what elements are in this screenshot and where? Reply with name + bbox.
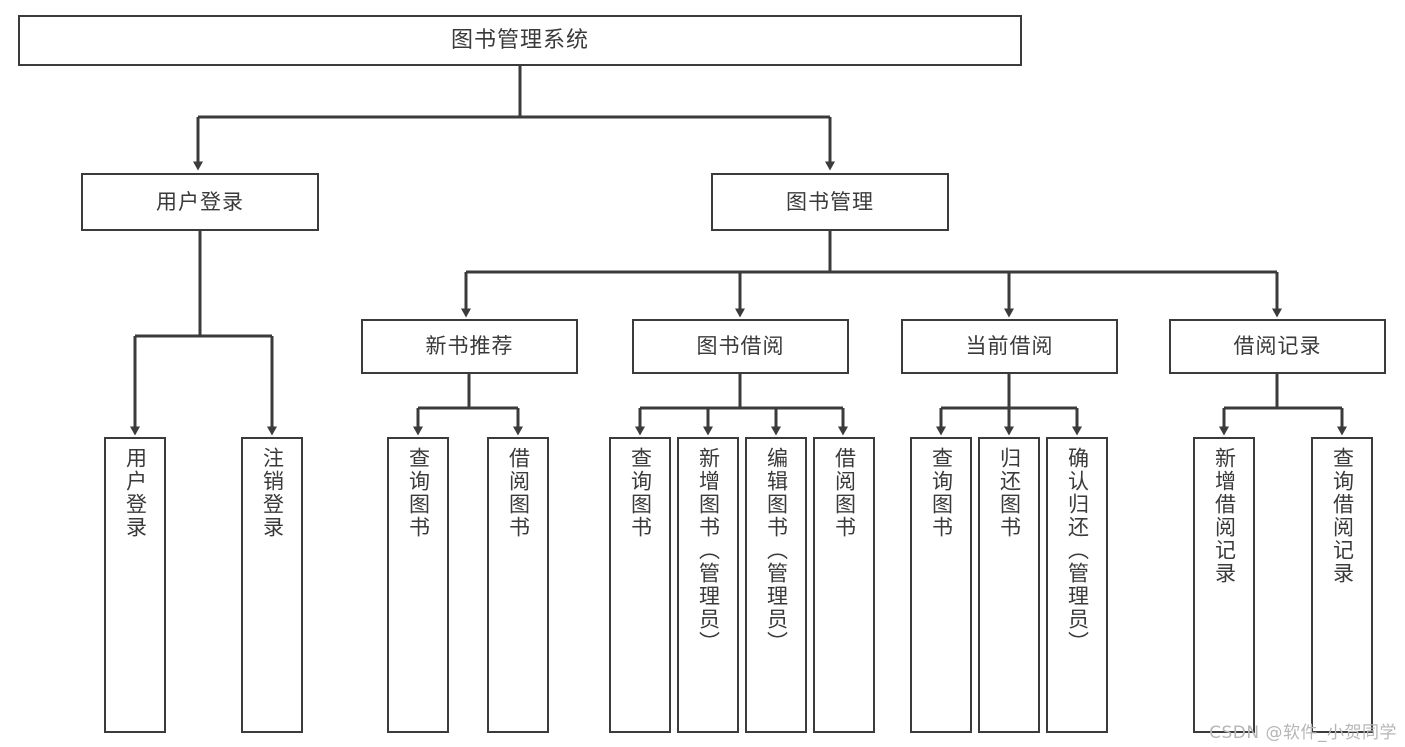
node-label: 当前借阅 — [965, 334, 1054, 358]
node-label: 查询借阅记录 — [1330, 447, 1355, 585]
node-label: 借阅图书 — [506, 447, 531, 539]
node-label: 用户登录 — [123, 447, 148, 539]
leaf-current-borrow-return[interactable]: 归还图书 — [978, 437, 1040, 733]
node-label: 新增借阅记录 — [1212, 447, 1237, 585]
leaf-current-borrow-query[interactable]: 查询图书 — [910, 437, 972, 733]
node-label: 查询图书 — [929, 447, 954, 539]
leaf-new-book-query[interactable]: 查询图书 — [387, 437, 449, 733]
node-label: 查询图书 — [628, 447, 653, 539]
node-label: 借阅图书 — [832, 447, 857, 539]
node-book-borrow[interactable]: 图书借阅 — [632, 319, 849, 374]
leaf-user-login-logout[interactable]: 注销登录 — [241, 437, 303, 733]
node-label: 新增图书（管理员） — [696, 447, 721, 654]
node-label: 注销登录 — [260, 447, 285, 539]
node-label: 图书管理系统 — [450, 27, 589, 53]
node-label: 查询图书 — [406, 447, 431, 539]
node-label: 图书管理 — [786, 189, 874, 214]
leaf-borrow-record-add[interactable]: 新增借阅记录 — [1193, 437, 1255, 733]
node-book-management[interactable]: 图书管理 — [711, 173, 949, 231]
leaf-new-book-borrow[interactable]: 借阅图书 — [487, 437, 549, 733]
leaf-current-borrow-confirm[interactable]: 确认归还（管理员） — [1046, 437, 1108, 733]
watermark-text: CSDN @软件_小贺同学 — [1209, 723, 1397, 743]
leaf-book-borrow-borrow[interactable]: 借阅图书 — [813, 437, 875, 733]
node-label: 图书借阅 — [696, 334, 785, 358]
leaf-book-borrow-query[interactable]: 查询图书 — [609, 437, 671, 733]
leaf-user-login-login[interactable]: 用户登录 — [104, 437, 166, 733]
node-label: 借阅记录 — [1233, 334, 1322, 358]
leaf-book-borrow-edit[interactable]: 编辑图书（管理员） — [745, 437, 807, 733]
node-borrow-record[interactable]: 借阅记录 — [1169, 319, 1386, 374]
node-user-login[interactable]: 用户登录 — [81, 173, 319, 231]
node-label: 用户登录 — [156, 189, 244, 214]
node-current-borrow[interactable]: 当前借阅 — [901, 319, 1118, 374]
node-label: 确认归还（管理员） — [1065, 447, 1090, 654]
node-label: 新书推荐 — [425, 334, 514, 358]
node-label: 编辑图书（管理员） — [764, 447, 789, 654]
node-new-book-recommend[interactable]: 新书推荐 — [361, 319, 578, 374]
node-label: 归还图书 — [997, 447, 1022, 539]
leaf-book-borrow-add[interactable]: 新增图书（管理员） — [677, 437, 739, 733]
leaf-borrow-record-query[interactable]: 查询借阅记录 — [1311, 437, 1373, 733]
node-root[interactable]: 图书管理系统 — [18, 15, 1022, 66]
